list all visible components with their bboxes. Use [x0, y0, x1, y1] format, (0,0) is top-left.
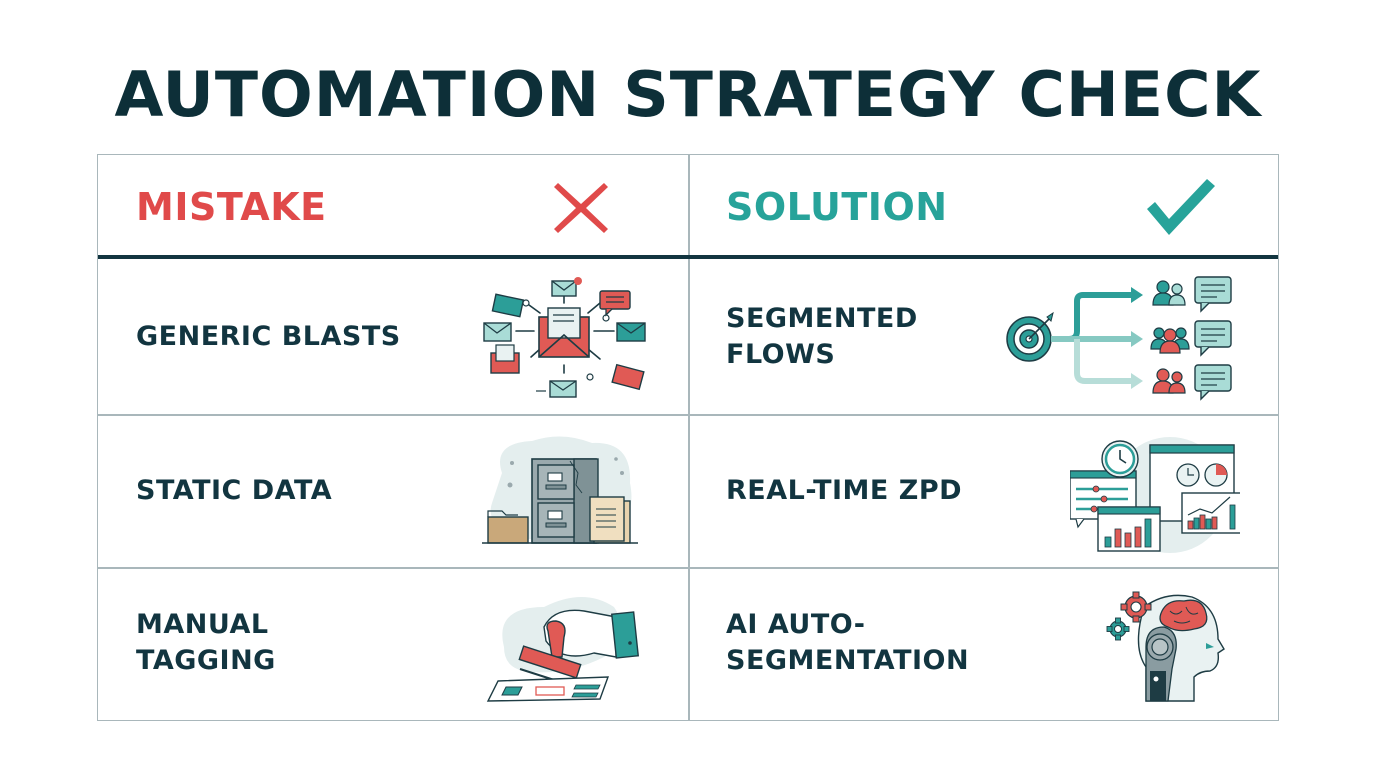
- solution-real-time-zpd: REAL-TIME ZPD: [726, 475, 963, 506]
- mistake-manual-tagging: MANUAL TAGGING: [136, 609, 276, 676]
- hand-stamp-icon: [486, 597, 640, 702]
- ai-head-brain-gears-icon: [1106, 591, 1225, 702]
- page-title: AUTOMATION STRATEGY CHECK: [114, 58, 1262, 131]
- header-rule: [98, 255, 1278, 259]
- mistake-static-data: STATIC DATA: [136, 475, 333, 506]
- mass-email-icon: [483, 277, 646, 398]
- solution-segmented-flows: SEGMENTED FLOWS: [726, 303, 918, 370]
- solution-header: SOLUTION: [726, 185, 948, 229]
- dusty-filing-cabinet-icon: [482, 436, 638, 544]
- mistake-header: MISTAKE: [136, 185, 327, 229]
- realtime-dashboard-icon: [1070, 437, 1240, 553]
- checkmark-icon: [1147, 179, 1215, 235]
- mistake-generic-blasts: GENERIC BLASTS: [136, 321, 401, 352]
- row-divider: [98, 567, 1278, 569]
- target-branching-flows-icon: [1006, 276, 1232, 401]
- comparison-table: MISTAKE SOLUTION GENERIC BLASTS: [97, 154, 1279, 721]
- cross-icon: [554, 183, 608, 233]
- row-divider: [98, 414, 1278, 416]
- solution-ai-auto-segmentation: AI AUTO- SEGMENTATION: [726, 609, 970, 676]
- column-divider: [688, 155, 690, 720]
